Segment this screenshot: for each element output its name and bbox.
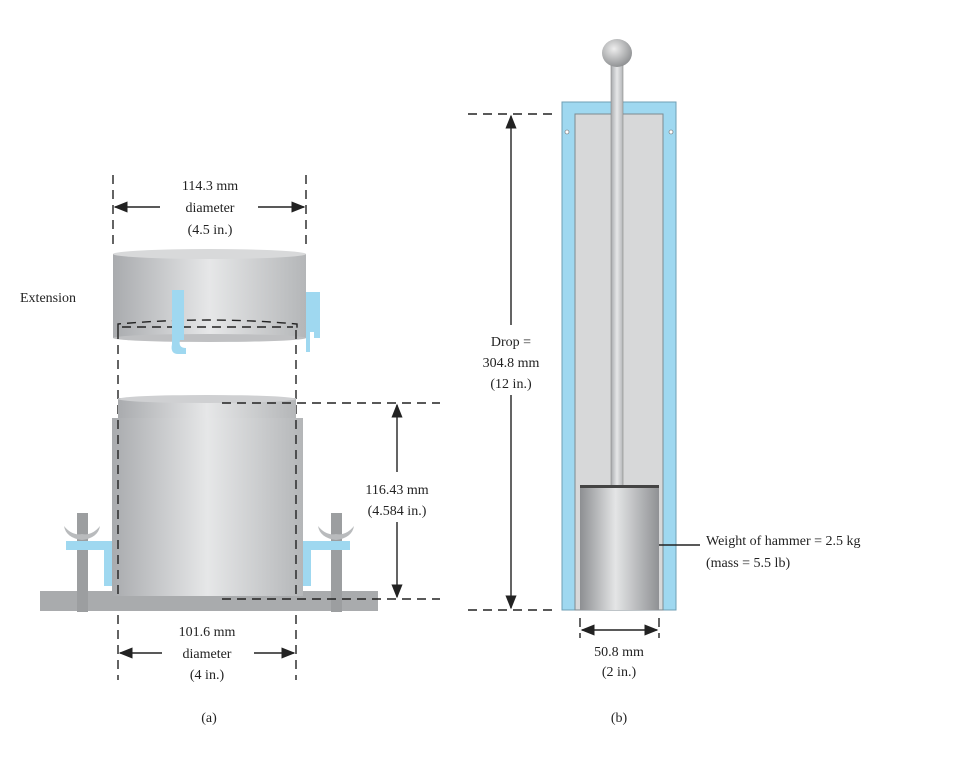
hammer-diameter-mm: 50.8 mm xyxy=(594,645,644,660)
caption-b: (b) xyxy=(611,711,628,726)
hammer-weight-label: Weight of hammer = 2.5 kg xyxy=(706,534,861,549)
drop-mm: 304.8 mm xyxy=(483,356,540,371)
top-diameter-word: diameter xyxy=(186,201,235,216)
hammer-weight xyxy=(580,486,659,610)
extension-collar xyxy=(113,249,320,354)
hammer-mass-label: (mass = 5.5 lb) xyxy=(706,556,790,571)
caption-a: (a) xyxy=(201,711,217,726)
collar-clip xyxy=(171,290,186,354)
top-diameter-mm: 114.3 mm xyxy=(182,179,238,194)
extension-label: Extension xyxy=(20,291,76,306)
clamp-left xyxy=(64,513,112,612)
drop-in: (12 in.) xyxy=(490,377,532,392)
bottom-diameter-in: (4 in.) xyxy=(190,668,225,683)
hammer-rod xyxy=(610,54,624,488)
hammer-handle-ball xyxy=(602,39,632,67)
top-diameter-in: (4.5 in.) xyxy=(188,223,233,238)
hammer-diameter-in: (2 in.) xyxy=(602,665,637,680)
collar-clip xyxy=(306,292,320,352)
bottom-diameter-mm: 101.6 mm xyxy=(179,625,236,640)
drop-label: Drop = xyxy=(491,335,531,350)
mold-cylinder xyxy=(112,395,303,596)
height-in: (4.584 in.) xyxy=(368,504,427,519)
bottom-diameter-word: diameter xyxy=(183,647,232,662)
height-mm: 116.43 mm xyxy=(365,483,428,498)
clamp-right xyxy=(303,513,354,612)
part-b-hammer: Drop = 304.8 mm (12 in.) Weight of hamme… xyxy=(468,39,861,726)
part-a-compaction-mold: 114.3 mm diameter (4.5 in.) Extension xyxy=(20,175,440,726)
